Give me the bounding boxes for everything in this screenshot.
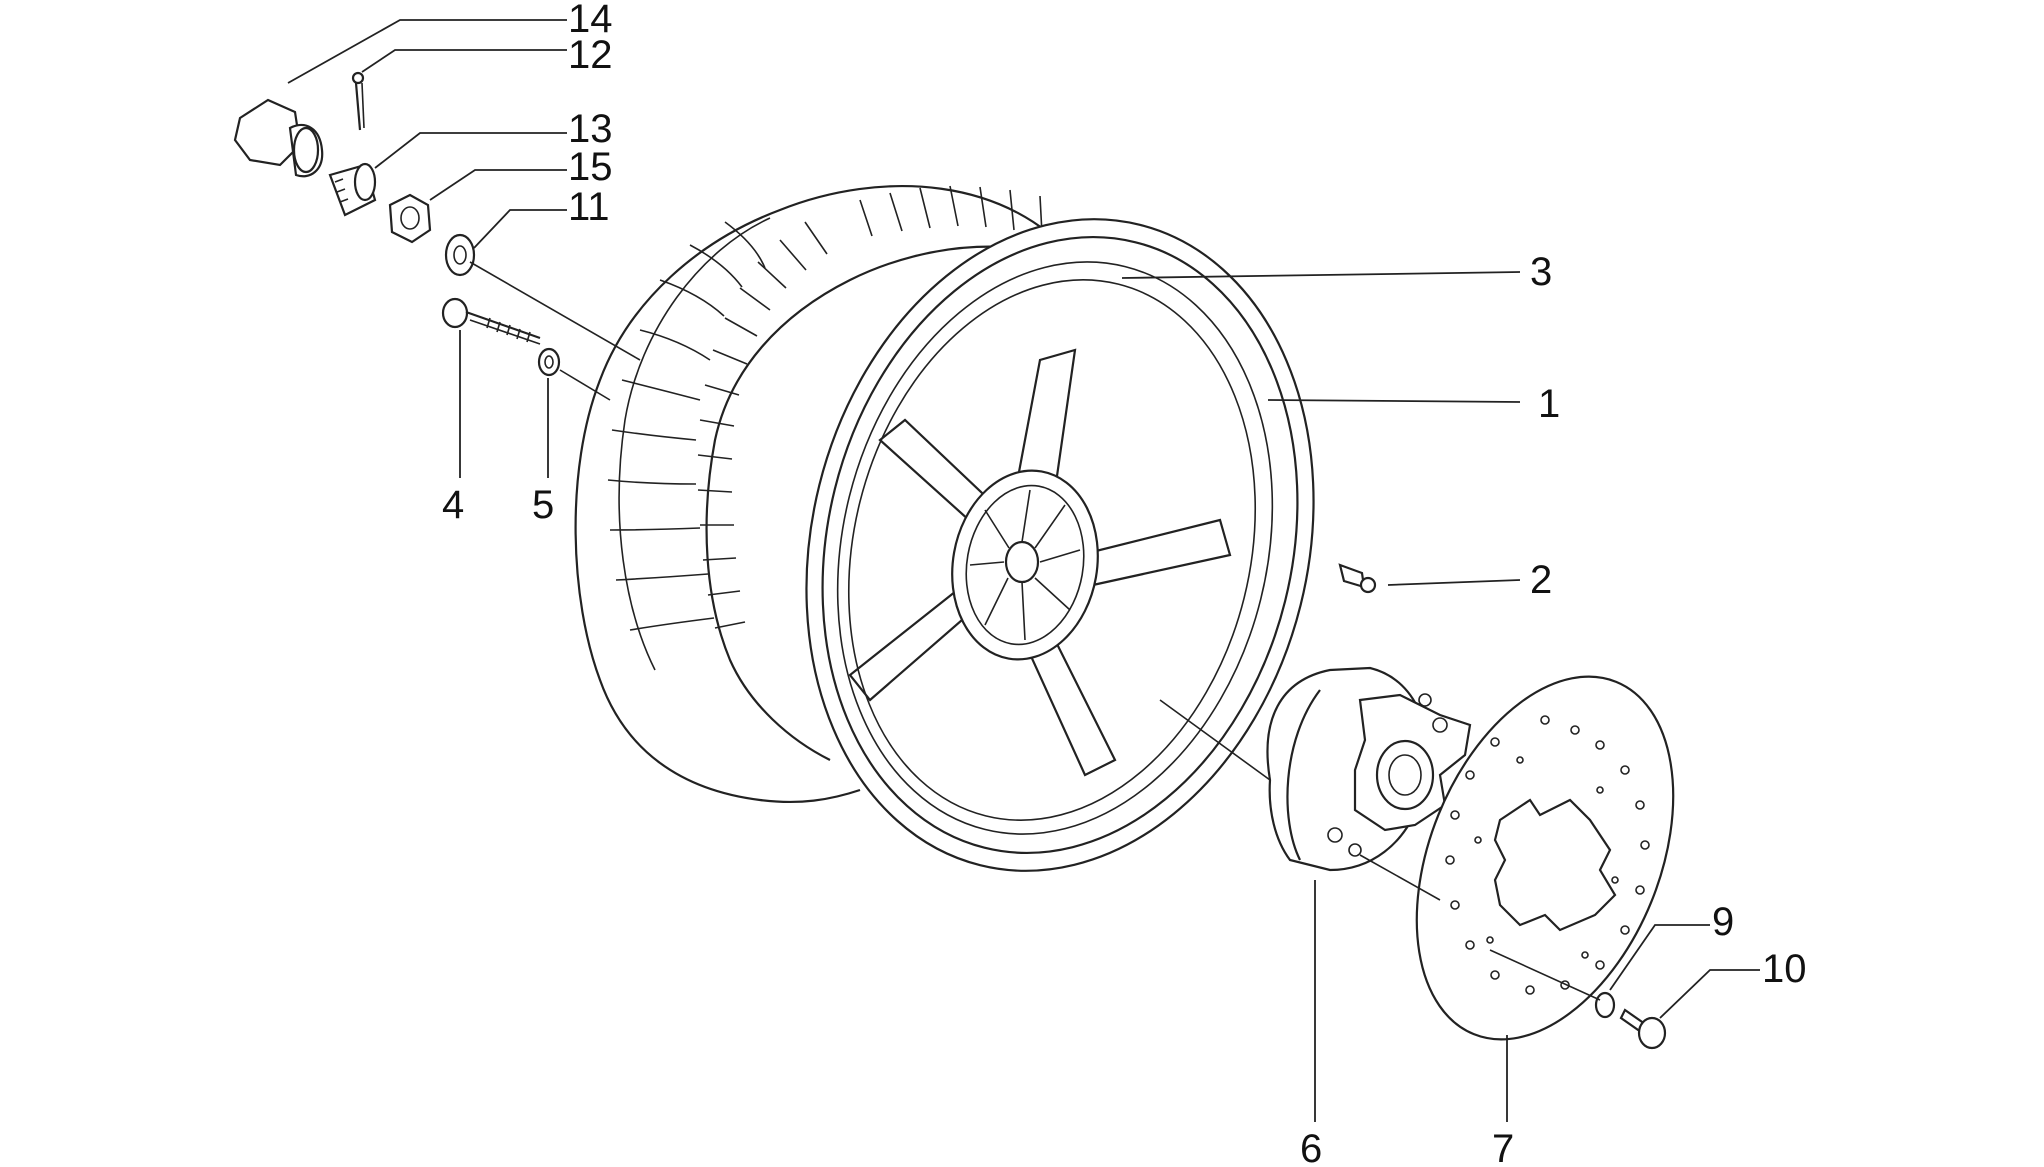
nut [388, 193, 432, 244]
rim-hub [951, 469, 1099, 661]
callout-2: 2 [1530, 558, 1552, 602]
cotter-pin [351, 71, 365, 131]
callout-5: 5 [532, 483, 554, 527]
callout-12: 11 [568, 185, 610, 229]
hub-disc-centerline [1159, 699, 1601, 1001]
tyre-tread [607, 185, 1043, 631]
spacer [328, 162, 377, 217]
callout-13: 13 [568, 107, 613, 151]
washer-large [444, 233, 476, 277]
disc-screw [1619, 1008, 1667, 1050]
callout-4: 4 [442, 483, 464, 527]
axle-centerline [469, 261, 641, 361]
hub [1266, 666, 1472, 872]
callout-labels: 14 12 13 15 11 3 1 2 4 5 6 7 9 10 [442, 0, 1807, 1167]
callout-11: 12 [568, 33, 613, 77]
washer [537, 347, 561, 377]
leader-lines [287, 19, 1760, 1122]
axle-nut-cap [233, 98, 324, 178]
callout-9: 9 [1712, 900, 1734, 944]
brake-disc-holes [1445, 715, 1650, 995]
brake-disc [1415, 675, 1675, 1041]
valve [1338, 563, 1377, 594]
washer-small [1594, 991, 1616, 1019]
callout-14: 14 [568, 0, 613, 41]
rim-spokes [848, 348, 1232, 777]
callout-3: 3 [1530, 250, 1552, 294]
callout-6: 6 [1300, 1127, 1322, 1167]
callout-15: 15 [568, 145, 613, 189]
bolt [441, 297, 541, 345]
bolt-centerline [559, 369, 611, 401]
callout-7: 7 [1492, 1127, 1514, 1167]
rim [805, 218, 1315, 872]
callout-10: 10 [1762, 947, 1807, 991]
callout-1: 1 [1538, 382, 1560, 426]
